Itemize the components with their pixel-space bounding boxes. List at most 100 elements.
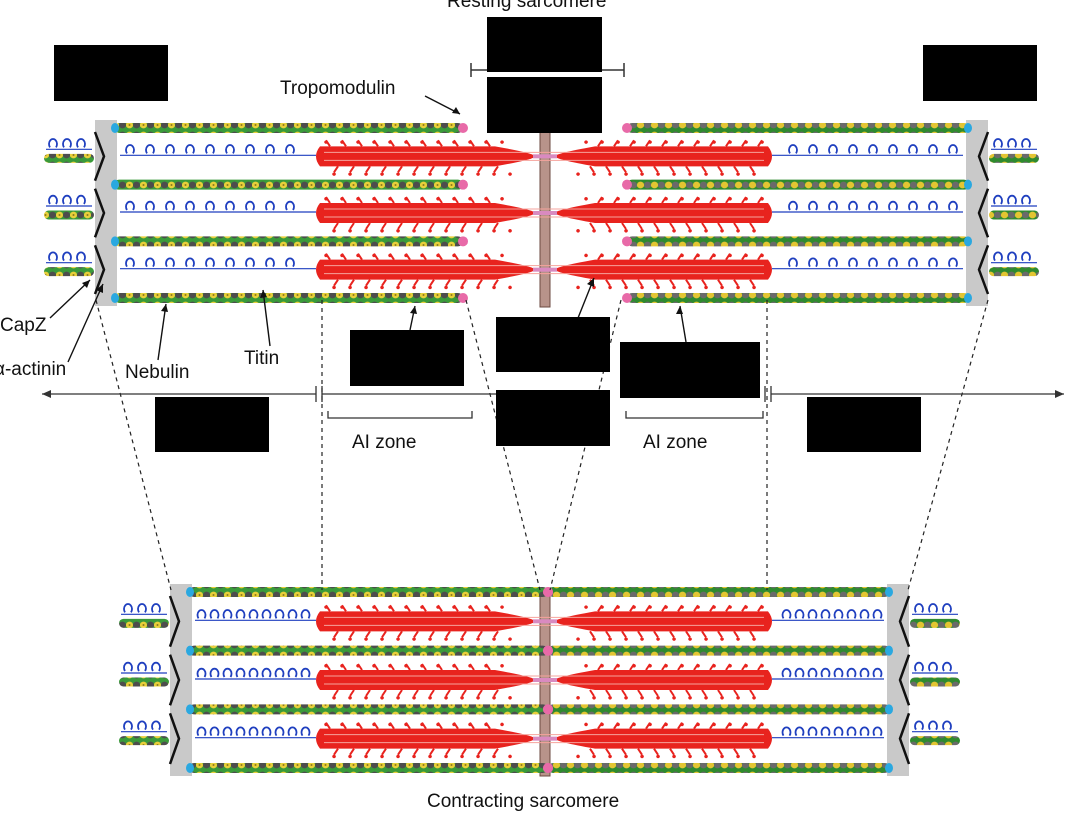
projection-guide — [907, 299, 989, 591]
titin-loops-outer — [993, 138, 1031, 148]
redacted-box — [923, 45, 1037, 101]
tropomodulin-cap — [458, 236, 468, 247]
m-line-bridge — [533, 619, 557, 624]
tropomodulin-cap — [458, 293, 468, 303]
capz-cap — [186, 704, 194, 715]
titin-loops-outer — [48, 194, 86, 205]
actin-filament — [910, 736, 960, 746]
capz-cap — [111, 236, 119, 247]
actin-filament — [119, 677, 169, 687]
actin-filament — [627, 236, 969, 247]
titin-loops — [125, 200, 295, 211]
capz-cap — [111, 179, 119, 190]
titin-loops — [196, 609, 311, 619]
projection-guide — [95, 299, 172, 591]
actin-filament — [910, 618, 960, 628]
titin-loops-outer — [123, 720, 161, 731]
al-zone-right-label: AI zone — [643, 432, 708, 453]
myosin-heads — [325, 139, 763, 173]
z-disc-right — [887, 584, 909, 776]
tropomodulin-cap — [458, 179, 468, 190]
tropomodulin-cap — [543, 587, 553, 597]
redacted-box — [620, 342, 760, 398]
actin-filament — [189, 704, 548, 715]
titin-label: Titin — [244, 348, 280, 369]
capz-cap — [964, 293, 972, 303]
alpha-actinin-link — [977, 244, 990, 295]
m-line-bridge — [533, 211, 557, 215]
myosin-thick-filament — [555, 728, 772, 749]
al-zone-bracket — [327, 411, 473, 419]
actin-filament — [114, 123, 463, 133]
nebulin-pointer — [157, 303, 167, 361]
myosin-heads — [325, 196, 763, 230]
arrowhead — [676, 306, 683, 314]
m-line-bridge — [533, 678, 557, 682]
actin-filament — [114, 236, 463, 247]
capz-cap — [186, 763, 194, 773]
actin-filament — [548, 645, 890, 656]
tropomodulin-cap — [622, 293, 632, 303]
actin-filament — [548, 704, 890, 715]
alpha-actinin-label: α-actinin — [0, 359, 67, 380]
titin-loops — [125, 144, 295, 154]
tropomodulin-cap — [543, 704, 553, 715]
actin-filament — [44, 153, 94, 163]
titin-loops-outer — [123, 603, 161, 613]
alpha-actinin-link — [168, 654, 181, 706]
titin-loops-outer — [914, 603, 952, 613]
titin-loops — [196, 726, 311, 737]
actin-filament — [627, 123, 969, 133]
z-disc-right — [966, 120, 988, 306]
tropomodulin-label: Tropomodulin — [280, 78, 396, 99]
actin-filament — [114, 293, 463, 303]
al-zone-bracket — [625, 411, 764, 419]
titin-loops — [781, 726, 883, 737]
alpha-actinin-link — [93, 131, 106, 182]
titin-pointer — [262, 289, 271, 347]
myosin-thick-filament — [555, 203, 772, 223]
capz-cap — [186, 645, 194, 656]
myosin-thick-filament — [316, 146, 535, 167]
myosin-thick-filament — [555, 259, 772, 280]
alpha-actinin-link — [168, 712, 181, 765]
myosin-thick-filament — [316, 203, 535, 223]
titin-loops — [125, 257, 295, 268]
actin-filament — [119, 618, 169, 628]
arrowhead — [452, 107, 460, 114]
capz-cap — [111, 293, 119, 303]
redacted-box — [487, 77, 602, 133]
titin-loops — [781, 609, 883, 619]
actin-filament — [910, 677, 960, 687]
actin-filament — [44, 210, 94, 220]
m-line-bridge — [533, 736, 557, 741]
capz-cap — [111, 123, 119, 133]
myosin-thick-filament — [555, 670, 772, 690]
actin-filament — [989, 153, 1039, 163]
alpha-actinin-link — [898, 654, 911, 706]
actin-filament — [119, 736, 169, 746]
actin-filament — [627, 293, 969, 303]
titin-loops-outer — [48, 138, 86, 148]
tropomodulin-cap — [622, 123, 632, 133]
nebulin-label: Nebulin — [125, 362, 190, 383]
capz-cap — [885, 645, 893, 656]
redacted-box — [155, 397, 269, 452]
projection-guide — [465, 299, 541, 591]
myosin-thick-filament — [316, 611, 535, 632]
actin-filament — [189, 763, 548, 773]
arrowhead — [260, 290, 267, 298]
myosin-thick-filament — [316, 670, 535, 690]
titin-loops-outer — [993, 194, 1031, 205]
contracting-sarcomere-title: Contracting sarcomere — [427, 791, 620, 812]
tropomodulin-cap — [622, 236, 632, 247]
arrowhead — [161, 304, 168, 312]
resting-sarcomere — [44, 117, 1039, 308]
redacted-box — [54, 45, 168, 101]
capz-label: CapZ — [0, 315, 47, 336]
myosin-heads — [325, 722, 763, 756]
m-line-bridge — [533, 154, 557, 159]
arrowhead — [587, 278, 594, 287]
tropomodulin-cap — [458, 123, 468, 133]
